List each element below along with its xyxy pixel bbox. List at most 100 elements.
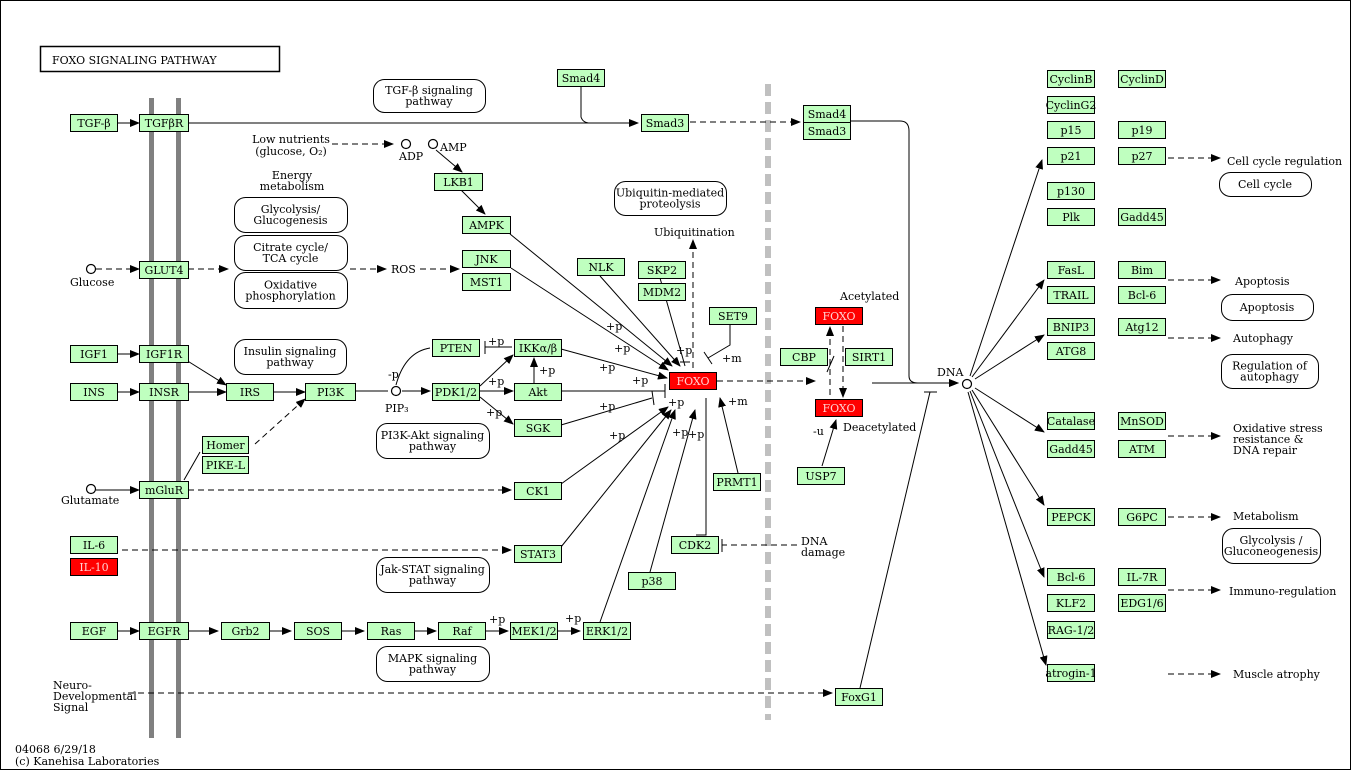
- gene-node-lkb1[interactable]: LKB1: [434, 173, 483, 191]
- gene-node-edg16[interactable]: EDG1/6: [1118, 594, 1166, 612]
- gene-node-pepck[interactable]: PEPCK: [1047, 508, 1095, 526]
- gene-node-tgfb[interactable]: TGF-β: [70, 114, 118, 132]
- compound-glutamate[interactable]: [85, 483, 97, 495]
- gene-node-mglur[interactable]: mGluR: [139, 481, 189, 499]
- gene-node-smad3b[interactable]: Smad3: [803, 122, 851, 140]
- compound-amp[interactable]: [427, 138, 439, 150]
- gene-node-igf1[interactable]: IGF1: [70, 345, 118, 363]
- gene-node-cyclind[interactable]: CyclinD: [1118, 70, 1166, 88]
- gene-node-pdk[interactable]: PDK1/2: [432, 383, 480, 401]
- gene-node-p19[interactable]: p19: [1118, 121, 1166, 139]
- gene-node-ck1[interactable]: CK1: [514, 482, 562, 500]
- gene-node-igf1r[interactable]: IGF1R: [139, 345, 189, 363]
- gene-node-trail[interactable]: TRAIL: [1047, 286, 1095, 304]
- gene-node-sgk[interactable]: SGK: [514, 419, 562, 437]
- gene-node-erk[interactable]: ERK1/2: [583, 622, 631, 640]
- gene-node-cyclinG2[interactable]: CyclinG2: [1046, 96, 1097, 114]
- gene-node-pikel[interactable]: PIKE-L: [202, 456, 249, 474]
- pathway-node-apoptosis[interactable]: Apoptosis: [1221, 294, 1314, 321]
- gene-node-smad3a[interactable]: Smad3: [641, 114, 689, 132]
- gene-node-il10[interactable]: IL-10: [70, 558, 118, 576]
- gene-node-smad4b[interactable]: Smad4: [803, 105, 851, 123]
- gene-node-irs[interactable]: IRS: [226, 383, 274, 401]
- gene-node-p38[interactable]: p38: [628, 572, 676, 590]
- gene-node-p130[interactable]: p130: [1047, 182, 1095, 200]
- gene-node-pten[interactable]: PTEN: [432, 339, 480, 357]
- gene-node-g6pc[interactable]: G6PC: [1118, 508, 1166, 526]
- gene-node-rag12[interactable]: RAG-1/2: [1047, 621, 1095, 639]
- gene-node-ikk[interactable]: IKKα/β: [514, 339, 562, 357]
- compound-dna[interactable]: [961, 378, 973, 390]
- gene-node-atm[interactable]: ATM: [1118, 440, 1166, 458]
- label-ubiquitination: Ubiquitination: [654, 226, 735, 239]
- gene-node-il7r[interactable]: IL-7R: [1118, 568, 1166, 586]
- gene-node-sos[interactable]: SOS: [294, 622, 342, 640]
- gene-node-ampk[interactable]: AMPK: [462, 216, 511, 234]
- gene-node-gadd45b[interactable]: Gadd45: [1047, 440, 1095, 458]
- gene-node-il6[interactable]: IL-6: [70, 536, 118, 554]
- gene-node-pi3k[interactable]: PI3K: [305, 383, 356, 401]
- gene-node-p15[interactable]: p15: [1047, 121, 1095, 139]
- compound-glucose[interactable]: [85, 263, 97, 275]
- gene-node-bim[interactable]: Bim: [1118, 261, 1166, 279]
- gene-node-p27[interactable]: p27: [1118, 147, 1166, 165]
- gene-node-grb2[interactable]: Grb2: [221, 622, 270, 640]
- gene-node-smad4a[interactable]: Smad4: [557, 69, 605, 87]
- gene-node-foxo_deac[interactable]: FOXO: [815, 399, 863, 417]
- gene-node-plk[interactable]: Plk: [1047, 208, 1095, 226]
- gene-node-cyclinb[interactable]: CyclinB: [1047, 70, 1095, 88]
- gene-node-bcl6a[interactable]: Bcl-6: [1118, 286, 1166, 304]
- gene-node-homer[interactable]: Homer: [202, 436, 249, 454]
- gene-node-stat3[interactable]: STAT3: [514, 545, 562, 563]
- pathway-node-glyco[interactable]: Glycolysis/Glucogenesis: [234, 197, 348, 233]
- gene-node-foxg1[interactable]: FoxG1: [835, 688, 883, 706]
- gene-node-raf[interactable]: Raf: [438, 622, 486, 640]
- gene-node-atg8[interactable]: ATG8: [1047, 342, 1095, 360]
- gene-node-skp2[interactable]: SKP2: [638, 261, 686, 279]
- gene-node-ins[interactable]: INS: [70, 383, 118, 401]
- gene-node-prmt1[interactable]: PRMT1: [713, 473, 761, 491]
- gene-node-bnip3[interactable]: BNIP3: [1047, 318, 1095, 336]
- gene-node-jnk[interactable]: JNK: [462, 250, 511, 268]
- gene-node-glut4[interactable]: GLUT4: [139, 261, 189, 279]
- gene-node-set9[interactable]: SET9: [709, 307, 757, 325]
- gene-node-egfr[interactable]: EGFR: [139, 622, 189, 640]
- gene-node-mnsod[interactable]: MnSOD: [1118, 412, 1166, 430]
- gene-node-atrogin[interactable]: atrogin-1: [1045, 664, 1097, 682]
- gene-node-ras[interactable]: Ras: [367, 622, 415, 640]
- compound-pip3[interactable]: [390, 385, 402, 397]
- gene-node-cdk2[interactable]: CDK2: [671, 536, 719, 554]
- gene-node-mek[interactable]: MEK1/2: [510, 622, 558, 640]
- gene-node-gadd45a[interactable]: Gadd45: [1118, 208, 1166, 226]
- compound-adp[interactable]: [400, 138, 412, 150]
- gene-node-p21[interactable]: p21: [1047, 147, 1095, 165]
- gene-node-fasl[interactable]: FasL: [1047, 261, 1095, 279]
- gene-node-tgfbr[interactable]: TGFβR: [139, 114, 189, 132]
- gene-node-cbp[interactable]: CBP: [780, 348, 828, 366]
- pathway-node-cellcycle[interactable]: Cell cycle: [1219, 172, 1312, 197]
- gene-node-klf2[interactable]: KLF2: [1047, 594, 1095, 612]
- gene-node-sirt1[interactable]: SIRT1: [845, 348, 893, 366]
- gene-node-insr[interactable]: INSR: [139, 383, 189, 401]
- gene-node-foxo_ac[interactable]: FOXO: [815, 307, 863, 325]
- gene-node-nlk[interactable]: NLK: [577, 258, 625, 276]
- gene-node-catalase[interactable]: Catalase: [1047, 412, 1095, 430]
- gene-node-mdm2[interactable]: MDM2: [638, 283, 686, 301]
- pathway-node-glyco2[interactable]: Glycolysis /Gluconeogenesis: [1222, 528, 1321, 564]
- gene-node-mst1[interactable]: MST1: [462, 273, 511, 291]
- gene-node-akt[interactable]: Akt: [514, 383, 562, 401]
- gene-node-atg12[interactable]: Atg12: [1118, 318, 1166, 336]
- gene-node-usp7[interactable]: USP7: [797, 467, 845, 485]
- gene-node-bcl6b[interactable]: Bcl-6: [1047, 568, 1095, 586]
- gene-node-egf[interactable]: EGF: [70, 622, 118, 640]
- gene-node-foxo[interactable]: FOXO: [669, 372, 717, 390]
- pathway-node-citrate[interactable]: Citrate cycle/TCA cycle: [234, 235, 348, 271]
